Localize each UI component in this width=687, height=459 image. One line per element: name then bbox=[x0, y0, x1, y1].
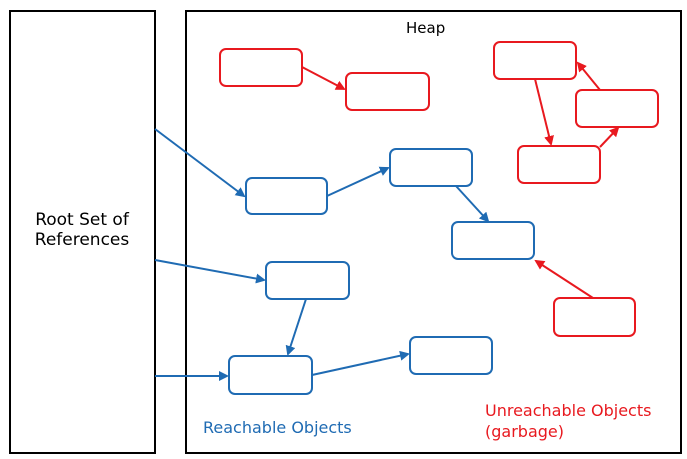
garbage-5-to-garbage-4-arrow bbox=[599, 126, 620, 148]
root-to-object-1-arrow bbox=[154, 128, 246, 198]
unreachable-objects-label-line-2: (garbage) bbox=[485, 421, 564, 441]
root-to-object-4-arrow bbox=[154, 259, 266, 284]
object-1-to-object-2-arrow bbox=[326, 166, 390, 197]
reachable-objects-label: Reachable Objects bbox=[203, 418, 352, 437]
unreachable-object-4 bbox=[575, 89, 659, 128]
root-set-label-line-1: Root Set of bbox=[35, 210, 129, 230]
unreachable-object-5 bbox=[517, 145, 601, 184]
root-set-label-line-2: References bbox=[34, 230, 130, 251]
root-set-label: Root Set of References bbox=[10, 210, 154, 251]
reachable-object-2 bbox=[389, 148, 473, 187]
heap-title: Heap bbox=[406, 19, 446, 37]
object-4-to-object-5-arrow bbox=[285, 298, 307, 356]
reachable-object-4 bbox=[265, 261, 350, 300]
reachable-object-5 bbox=[228, 355, 313, 395]
unreachable-object-2 bbox=[345, 72, 430, 111]
reachable-object-3 bbox=[451, 221, 535, 260]
garbage-3-to-garbage-5-arrow bbox=[534, 78, 554, 146]
garbage-4-to-garbage-3-arrow bbox=[576, 61, 601, 91]
reachable-object-6 bbox=[409, 336, 493, 375]
object-5-to-object-6-arrow bbox=[311, 350, 410, 376]
reachable-object-1 bbox=[245, 177, 328, 215]
unreachable-object-6 bbox=[553, 297, 636, 337]
root-set-box bbox=[9, 10, 156, 454]
garbage-1-to-garbage-2-arrow bbox=[301, 66, 346, 90]
unreachable-object-3 bbox=[493, 41, 577, 80]
object-2-to-object-3-arrow bbox=[455, 185, 490, 223]
unreachable-objects-label-line-1: Unreachable Objects bbox=[485, 401, 652, 420]
unreachable-objects-label: Unreachable Objects (garbage) bbox=[485, 401, 651, 443]
garbage-6-to-object-3-arrow bbox=[534, 259, 594, 299]
unreachable-object-1 bbox=[219, 48, 303, 87]
